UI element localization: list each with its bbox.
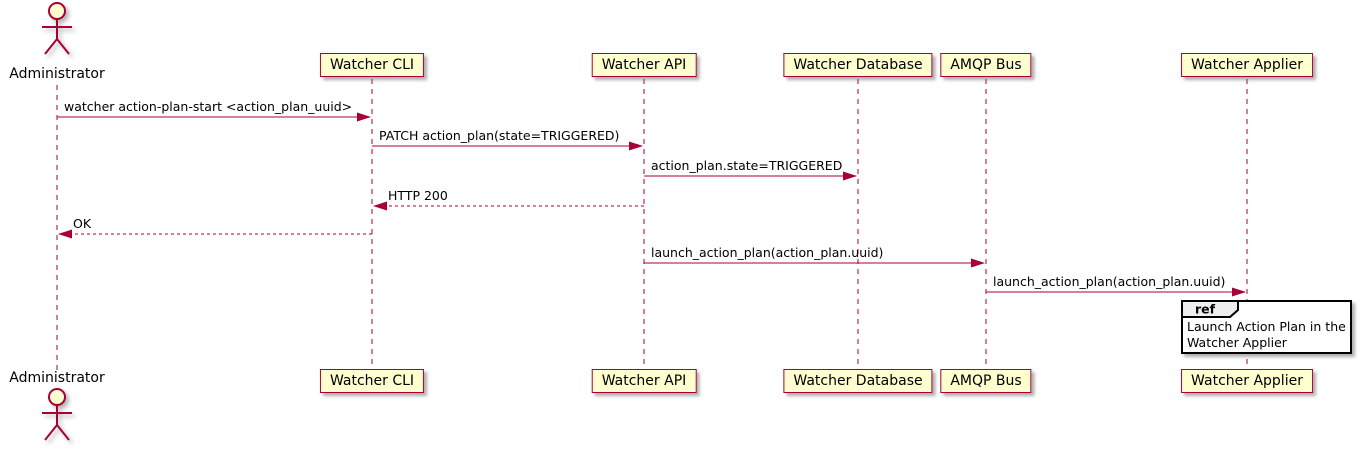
participant-top-amqp-bus: AMQP Bus [940, 53, 1032, 77]
actor-label-top-administrator: Administrator [9, 66, 105, 82]
message-arrowhead-3 [373, 201, 387, 211]
message-label-4: OK [73, 216, 92, 231]
ref-text-line-0: Launch Action Plan in the [1187, 319, 1346, 334]
message-label-3: HTTP 200 [388, 188, 448, 203]
message-arrowhead-5 [971, 258, 985, 268]
participant-top-watcher-api: Watcher API [591, 53, 697, 77]
message-arrowhead-2 [843, 171, 857, 181]
participant-top-watcher-database: Watcher Database [783, 53, 933, 77]
actor-label-bottom-administrator: Administrator [9, 370, 105, 386]
ref-text-line-1: Watcher Applier [1187, 335, 1287, 350]
ref-keyword: ref [1195, 302, 1216, 317]
message-arrowhead-0 [357, 112, 371, 122]
actor-figure-bottom-administrator [42, 388, 72, 441]
message-label-5: launch_action_plan(action_plan.uuid) [651, 245, 884, 260]
ref-tab: ref [1181, 300, 1239, 318]
message-label-0: watcher action-plan-start <action_plan_u… [64, 99, 353, 114]
message-label-6: launch_action_plan(action_plan.uuid) [993, 274, 1226, 289]
participant-bottom-watcher-applier: Watcher Applier [1181, 369, 1313, 393]
message-label-2: action_plan.state=TRIGGERED [651, 158, 843, 173]
message-arrowhead-1 [629, 141, 643, 151]
participant-bottom-watcher-cli: Watcher CLI [319, 369, 425, 393]
actor-figure-top-administrator [42, 2, 72, 55]
participant-top-watcher-cli: Watcher CLI [319, 53, 425, 77]
message-arrowhead-6 [1232, 287, 1246, 297]
participant-bottom-watcher-api: Watcher API [591, 369, 697, 393]
message-arrowhead-4 [58, 229, 72, 239]
participant-bottom-amqp-bus: AMQP Bus [940, 369, 1032, 393]
message-label-1: PATCH action_plan(state=TRIGGERED) [379, 128, 620, 143]
participant-top-watcher-applier: Watcher Applier [1181, 53, 1313, 77]
participant-bottom-watcher-database: Watcher Database [783, 369, 933, 393]
